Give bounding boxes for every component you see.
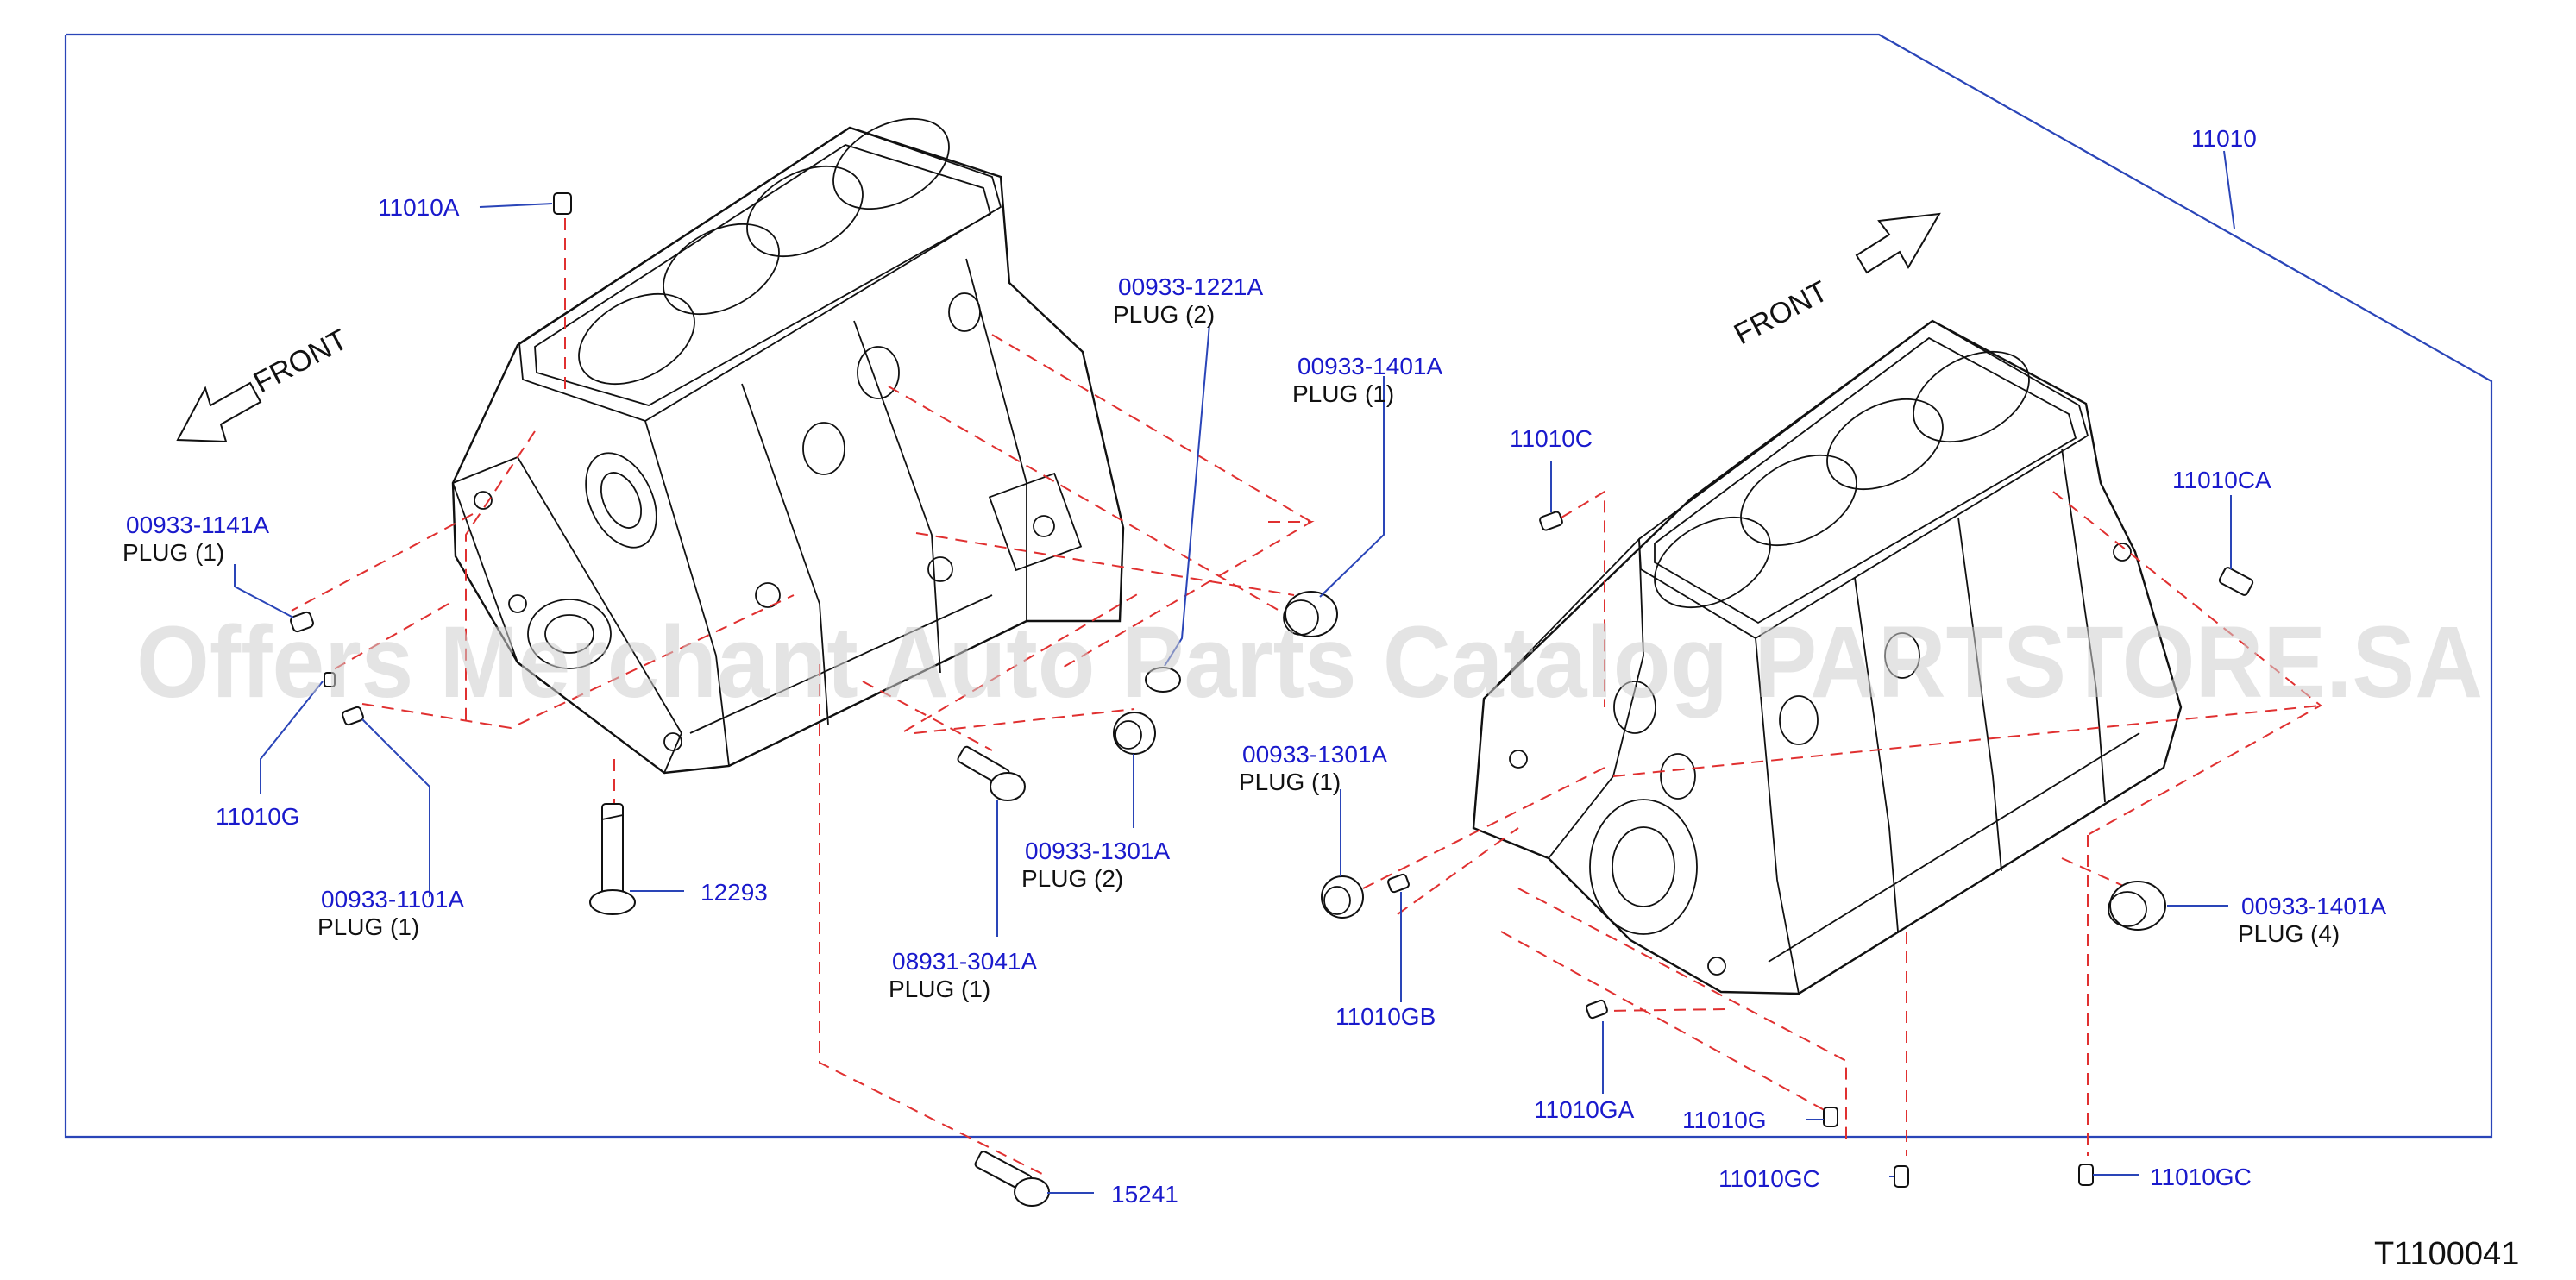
callout-code[interactable]: 15241 — [1111, 1181, 1178, 1208]
callout-desc: PLUG (2) — [1113, 301, 1215, 328]
dowel-pin-11010GC-2 — [2078, 1164, 2094, 1186]
dowel-pin-11010G-right — [1823, 1107, 1838, 1127]
callout-code[interactable]: 11010A — [378, 194, 460, 221]
front-label-left: FRONT — [248, 323, 353, 400]
front-arrow-left: FRONT — [176, 323, 353, 443]
leader-lines — [234, 150, 2235, 1194]
dowel-pin-11010GB — [1387, 873, 1410, 894]
callout-code[interactable]: 11010G — [216, 803, 300, 830]
plug-00933-1301A-right — [1321, 875, 1364, 919]
bolt-15241 — [974, 1151, 1050, 1207]
callout-desc: PLUG (1) — [1292, 380, 1394, 407]
dowel-pin-11010GC-1 — [1894, 1165, 1909, 1188]
callout-desc: PLUG (1) — [317, 913, 419, 940]
dowel-pin-11010A — [553, 192, 572, 215]
dowel-pin-11010G-left — [324, 672, 336, 687]
front-arrow-left-icon — [176, 381, 262, 443]
callout-labels: 11010 11010A 00933-1221A PLUG (2) 00933-… — [123, 125, 2386, 1208]
callout-code[interactable]: 00933-1401A — [1297, 353, 1442, 380]
small-parts — [290, 192, 2254, 1207]
callout-code[interactable]: 00933-1141A — [126, 511, 269, 538]
callout-code[interactable]: 00933-1401A — [2241, 893, 2386, 919]
figure-id: T1100041 — [2374, 1236, 2519, 1272]
plug-08931-3041A — [957, 745, 1026, 801]
callout-code[interactable]: 00933-1301A — [1025, 838, 1170, 864]
callout-code[interactable]: 11010GC — [1718, 1165, 1820, 1192]
assembly-dashed-lines — [291, 198, 2322, 1176]
watermark-text: Offers Merchant Auto Parts Catalog PARTS… — [136, 605, 2483, 719]
callout-code[interactable]: 11010 — [2191, 125, 2257, 152]
assembly-frame — [64, 33, 2493, 1139]
callout-code[interactable]: 00933-1221A — [1118, 273, 1263, 300]
plug-00933-1401A-left — [1283, 591, 1338, 637]
callout-desc: PLUG (1) — [123, 539, 224, 566]
callout-code[interactable]: 08931-3041A — [892, 948, 1037, 975]
dowel-pin-11010GA — [1586, 999, 1608, 1020]
plug-11010CA — [2218, 567, 2254, 596]
bolt-12293 — [589, 803, 636, 915]
callout-code[interactable]: 12293 — [701, 879, 768, 906]
front-arrow-right: FRONT — [1729, 212, 1941, 352]
callout-desc: PLUG (1) — [889, 976, 990, 1002]
plug-00933-1141A — [290, 611, 314, 633]
dowel-pin-11010C — [1539, 511, 1563, 531]
left-cylinder-block — [451, 117, 1125, 775]
callout-code[interactable]: 11010GC — [2150, 1164, 2252, 1190]
plug-00933-1401A-right — [2108, 881, 2166, 931]
callout-code[interactable]: 11010C — [1510, 425, 1593, 452]
callout-code[interactable]: 11010GB — [1335, 1003, 1436, 1030]
callout-code[interactable]: 11010CA — [2172, 467, 2271, 493]
callout-code[interactable]: 11010GA — [1534, 1096, 1635, 1123]
plug-00933-1221A — [1145, 667, 1181, 693]
front-arrow-right-icon — [1855, 212, 1941, 274]
front-label-right: FRONT — [1729, 275, 1833, 352]
callout-code[interactable]: 00933-1301A — [1242, 741, 1387, 768]
plug-00933-1101A — [342, 706, 364, 726]
callout-code[interactable]: 00933-1101A — [321, 886, 464, 913]
callout-desc: PLUG (2) — [1021, 865, 1123, 892]
callout-desc: PLUG (1) — [1239, 769, 1341, 795]
callout-desc: PLUG (4) — [2238, 920, 2340, 947]
callout-code[interactable]: 11010G — [1682, 1107, 1767, 1133]
